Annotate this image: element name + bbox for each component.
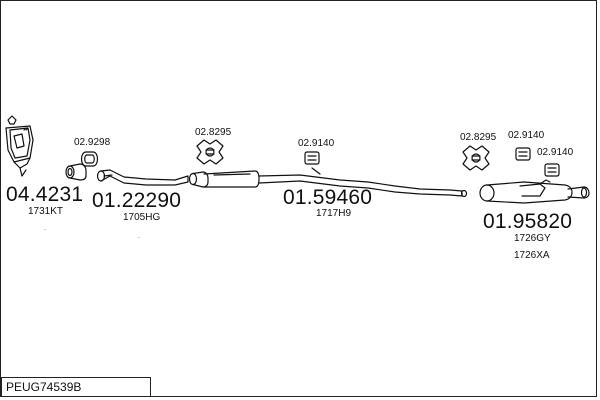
part-number-front-pipe: 01.22290 xyxy=(92,189,182,212)
accessory-number-clamp-tail: 02.9140 xyxy=(537,147,574,158)
pipe-clamp-icon xyxy=(304,151,320,165)
accessory-number-gasket: 02.9298 xyxy=(74,137,111,148)
part-ref-catalytic-converter: 1731KT xyxy=(28,206,64,217)
gasket-ring-icon xyxy=(80,151,99,167)
center-silencer-icon xyxy=(188,167,468,198)
pipe-clamp-icon xyxy=(515,147,531,161)
dot-mark: . xyxy=(44,225,46,232)
rubber-mount-icon xyxy=(462,145,490,171)
part-ref-rear-silencer-alt: 1726XA xyxy=(514,250,550,261)
rear-silencer-icon xyxy=(479,179,590,204)
part-number-catalytic-converter: 04.4231 xyxy=(6,183,84,206)
part-ref-center-silencer: 1717H9 xyxy=(316,208,352,219)
catalytic-converter-icon xyxy=(5,115,34,177)
diagram-title-box: PEUG74539B xyxy=(1,377,151,397)
accessory-number-clamp-rear: 02.9140 xyxy=(508,130,545,141)
rubber-mount-icon xyxy=(196,139,224,165)
part-number-center-silencer: 01.59460 xyxy=(283,186,373,209)
pipe-clamp-icon xyxy=(544,163,560,177)
accessory-number-mount: 02.8295 xyxy=(195,127,232,138)
front-pipe-icon xyxy=(65,163,189,186)
dot-mark: . xyxy=(138,233,140,240)
accessory-number-mount-rear: 02.8295 xyxy=(460,132,497,143)
part-ref-front-pipe: 1705HG xyxy=(123,212,161,223)
part-number-rear-silencer: 01.95820 xyxy=(483,210,573,233)
part-ref-rear-silencer: 1726GY xyxy=(514,233,551,244)
accessory-number-clamp: 02.9140 xyxy=(298,138,335,149)
diagram-title: PEUG74539B xyxy=(6,380,82,394)
